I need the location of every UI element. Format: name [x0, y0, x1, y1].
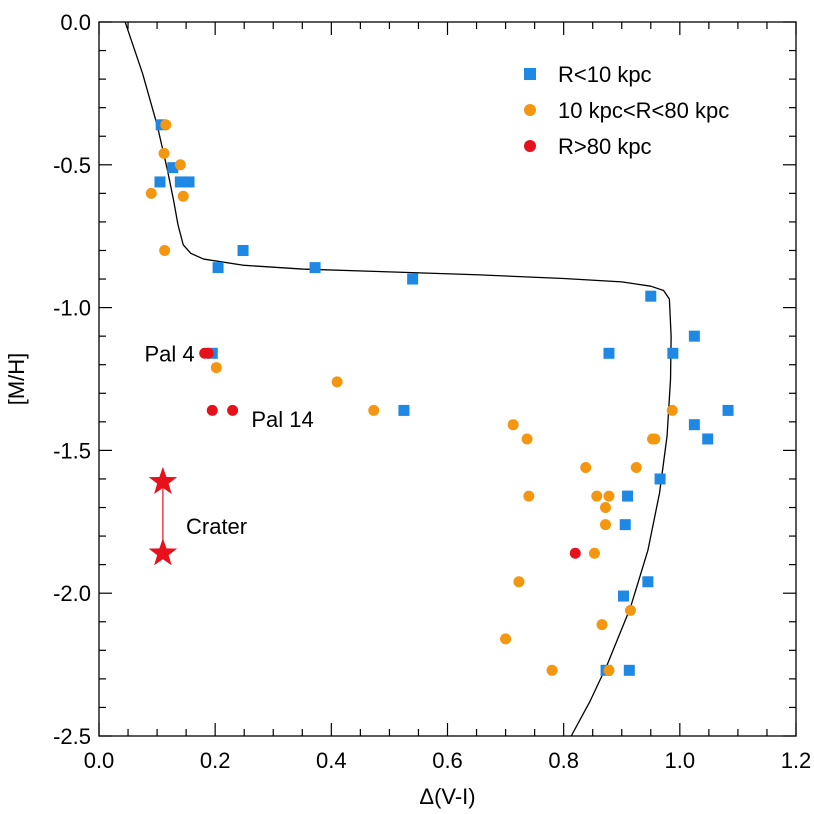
data-point-square	[622, 490, 634, 502]
data-point-circle	[159, 244, 171, 256]
y-tick-label: 0.0	[60, 10, 91, 35]
model-curve	[124, 22, 672, 736]
data-point-square	[183, 176, 195, 188]
data-point-square	[603, 347, 615, 359]
crater-star-1	[148, 466, 178, 494]
data-point-square	[174, 176, 186, 188]
data-point-square	[667, 347, 679, 359]
crater-label: Crater	[186, 514, 247, 539]
data-point-circle	[546, 664, 558, 676]
data-point-square	[619, 519, 631, 531]
data-point-square	[309, 262, 321, 274]
data-point-circle	[603, 490, 615, 502]
data-point-square	[617, 590, 629, 602]
legend-marker-2	[524, 104, 536, 116]
data-point-square	[722, 404, 734, 416]
data-point-square	[688, 330, 700, 342]
data-point-circle	[206, 404, 218, 416]
data-points-layer	[145, 119, 734, 676]
data-point-circle	[160, 119, 172, 131]
data-point-square	[623, 664, 635, 676]
data-point-circle	[666, 404, 678, 416]
annotation-2: Pal 14	[251, 407, 313, 432]
data-point-circle	[588, 547, 600, 559]
x-tick-label: 0.6	[432, 748, 463, 773]
model-curve-layer	[124, 22, 672, 736]
data-point-square	[642, 576, 654, 588]
data-point-circle	[603, 664, 615, 676]
data-point-circle	[649, 433, 661, 445]
data-point-circle	[145, 187, 157, 199]
data-point-circle	[500, 633, 512, 645]
legend-label-2: 10 kpc<R<80 kpc	[558, 98, 729, 123]
data-point-circle	[202, 347, 214, 359]
data-point-circle	[599, 519, 611, 531]
series-2	[145, 119, 678, 676]
y-tick-label: -0.5	[53, 153, 91, 178]
legend-marker-1	[524, 68, 536, 80]
data-point-circle	[596, 619, 608, 631]
x-tick-label: 0.0	[84, 748, 115, 773]
x-tick-label: 0.4	[316, 748, 347, 773]
data-point-circle	[507, 419, 519, 431]
series-1	[154, 119, 734, 676]
data-point-square	[398, 404, 410, 416]
plot-frame	[98, 21, 797, 737]
legend-label-3: R>80 kpc	[558, 134, 652, 159]
data-point-circle	[158, 147, 170, 159]
data-point-circle	[227, 404, 239, 416]
data-point-circle	[177, 190, 189, 202]
crater-layer: Crater	[148, 466, 247, 566]
x-tick-label: 1.0	[665, 748, 696, 773]
y-axis-title: [M/H]	[4, 353, 29, 406]
data-point-circle	[210, 362, 222, 374]
data-point-circle	[569, 547, 581, 559]
axes: 0.0 0.2 0.4 0.6 0.8 1.0 1.2 0.0 -0.5 -1.0 -1.5 -2.0…	[4, 10, 811, 809]
data-point-circle	[523, 490, 535, 502]
y-tick-label: -1.5	[53, 438, 91, 463]
data-point-circle	[599, 502, 611, 514]
data-point-circle	[368, 404, 380, 416]
crater-star-2	[148, 538, 178, 566]
data-point-circle	[624, 604, 636, 616]
data-point-circle	[331, 376, 343, 388]
data-point-square	[154, 176, 166, 188]
data-point-circle	[521, 433, 533, 445]
y-tick-label: -1.0	[53, 296, 91, 321]
legend-label-1: R<10 kpc	[558, 62, 652, 87]
data-point-circle	[580, 462, 592, 474]
x-axis-title: Δ(V-I)	[419, 784, 475, 809]
y-tick-label: -2.5	[53, 724, 91, 749]
series-3	[199, 347, 581, 559]
x-tick-label: 1.2	[781, 748, 812, 773]
y-tick-label: -2.0	[53, 581, 91, 606]
data-point-circle	[174, 159, 186, 171]
data-point-circle	[513, 576, 525, 588]
data-point-circle	[591, 490, 603, 502]
x-tick-label: 0.8	[548, 748, 579, 773]
data-point-square	[407, 273, 419, 285]
data-point-square	[237, 244, 249, 256]
data-point-square	[167, 162, 179, 174]
data-point-square	[654, 473, 666, 485]
data-point-square	[702, 433, 714, 445]
annotation-1: Pal 4	[144, 341, 194, 366]
data-point-square	[645, 290, 657, 302]
data-point-square	[212, 262, 224, 274]
legend-marker-3	[524, 140, 536, 152]
data-point-circle	[630, 462, 642, 474]
annotation-layer: Pal 4 Pal 14	[144, 341, 313, 432]
data-point-square	[688, 419, 700, 431]
x-tick-label: 0.2	[200, 748, 231, 773]
